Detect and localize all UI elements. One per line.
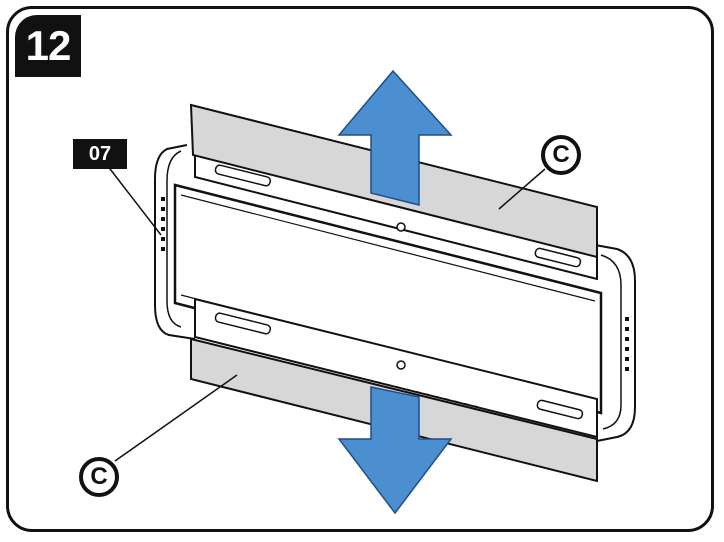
step-number-badge: 12 (15, 15, 81, 77)
bar-screw-hole-bottom (396, 360, 406, 370)
upper-rail-slot-right (534, 247, 582, 268)
callout-c-bottom: C (79, 457, 119, 497)
leader-line-07 (106, 164, 162, 236)
lower-rail-slot-left (214, 312, 272, 335)
upper-rail-slot-left (214, 164, 272, 187)
instruction-panel: 12 07 C C (6, 6, 714, 532)
leader-line-c-bottom (114, 374, 238, 462)
leader-line-c-top (498, 168, 546, 210)
arrow-up-icon (337, 69, 453, 206)
lower-rail (194, 297, 598, 439)
bar-screw-hole-top (396, 222, 406, 232)
part-label-07: 07 (73, 139, 127, 169)
mounting-bar (173, 183, 603, 415)
lower-rail-slot-right (536, 399, 584, 420)
left-cap-lettering (161, 197, 165, 251)
callout-c-top: C (541, 135, 581, 175)
right-end-cap (594, 244, 636, 442)
arrow-down-icon (337, 386, 453, 515)
right-cap-lettering (625, 317, 629, 371)
mount-illustration (106, 69, 636, 515)
